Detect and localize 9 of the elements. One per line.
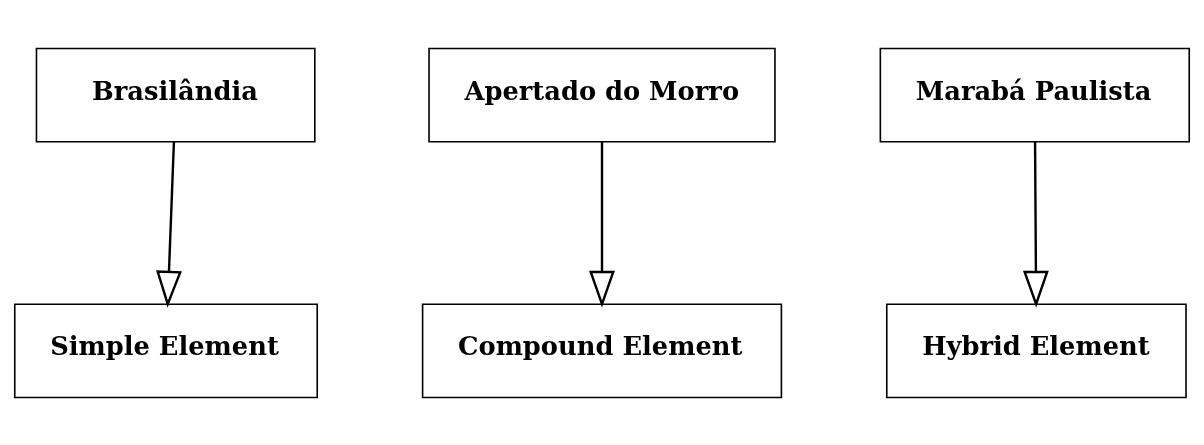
node-box: Brasilândia [35,47,316,143]
arrow [589,141,615,308]
arrow [1022,141,1049,308]
node-box: Compound Element [421,302,783,398]
node-box: Simple Element [13,302,319,398]
node-box: Apertado do Morro [428,47,776,143]
node-box: Hybrid Element [885,302,1187,398]
node-box: Marabá Paulista [879,47,1191,143]
arrow [156,141,182,308]
